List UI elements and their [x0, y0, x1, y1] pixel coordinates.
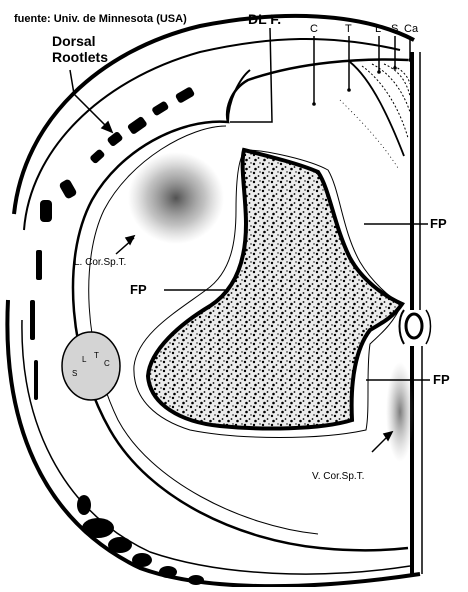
tract-dots — [312, 58, 412, 106]
outer-membrane-arc — [5, 13, 421, 589]
dorsal-rootlets-blocks — [30, 87, 204, 585]
tract-l-label: L — [375, 23, 382, 35]
inset-l-label: L — [82, 355, 87, 364]
inset-c-label: C — [104, 359, 110, 368]
ventral-corticospinal-label: V. Cor.Sp.T. — [312, 471, 365, 482]
tract-s-label: S — [391, 23, 399, 35]
ventral-corticospinal-shade — [386, 362, 414, 462]
dlf-label: DL F. — [248, 11, 282, 27]
dorsal-rootlets-label-line1: Dorsal — [52, 33, 96, 49]
inset-circle — [61, 331, 121, 401]
dorsal-rootlets-label-line2: Rootlets — [52, 49, 108, 65]
lateral-corticospinal-label: L. Cor.Sp.T. — [74, 257, 127, 268]
pial-inner-line — [88, 125, 319, 535]
fp-right-lower-label: FP — [433, 372, 450, 387]
dorsal-funiculus — [227, 61, 411, 169]
tract-t-label: T — [345, 23, 352, 35]
tract-ca-label: Ca — [404, 23, 419, 35]
tract-c-label: C — [310, 23, 318, 35]
source-caption: fuente: Univ. de Minnesota (USA) — [14, 13, 187, 25]
fp-right-upper-label: FP — [430, 216, 447, 231]
inset-s-label: S — [72, 369, 78, 378]
inset-t-label: T — [94, 351, 99, 360]
grey-matter — [145, 147, 405, 431]
lateral-corticospinal-shade — [128, 152, 224, 244]
leader-lines — [69, 27, 430, 453]
fasciculus-proprius-contour — [133, 149, 403, 438]
midline — [398, 52, 432, 574]
fp-left-label: FP — [130, 282, 147, 297]
